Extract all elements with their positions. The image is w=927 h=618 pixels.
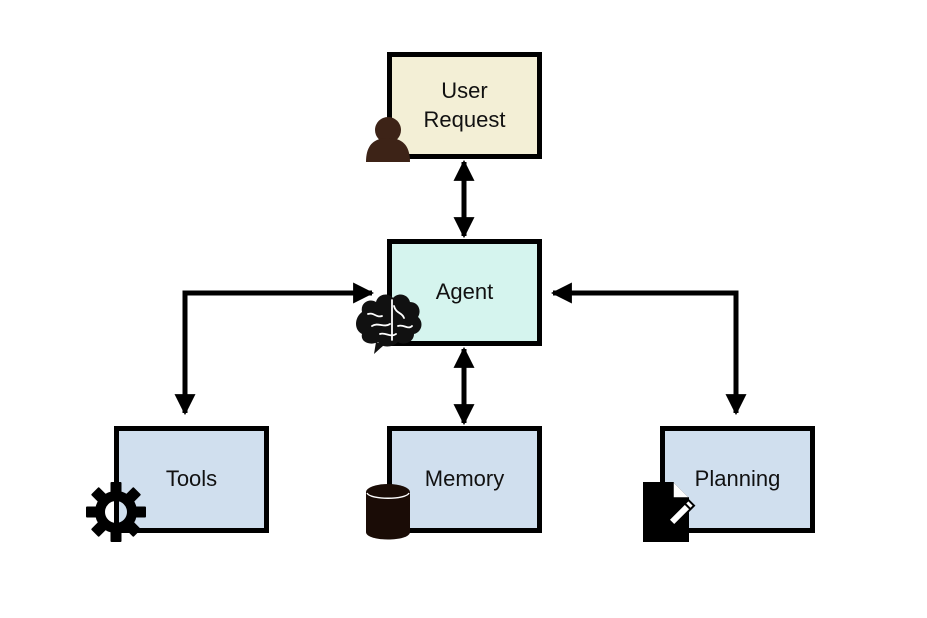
tools-label: Tools <box>165 466 218 492</box>
user-request-box: User Request <box>387 52 542 159</box>
agent-label: Agent <box>435 279 494 305</box>
document-pencil-icon <box>643 482 696 542</box>
brain-icon <box>356 294 422 354</box>
arrow-agent-planning <box>550 282 747 416</box>
agent-box: Agent <box>387 239 542 346</box>
gear-icon <box>86 482 146 542</box>
planning-label: Planning <box>694 466 781 492</box>
memory-box: Memory <box>387 426 542 533</box>
memory-label: Memory <box>424 466 505 492</box>
person-icon <box>366 117 410 162</box>
user-request-label: User Request <box>423 77 506 132</box>
tools-box: Tools <box>114 426 269 533</box>
arrow-agent-tools <box>174 282 375 416</box>
database-icon <box>366 484 410 540</box>
